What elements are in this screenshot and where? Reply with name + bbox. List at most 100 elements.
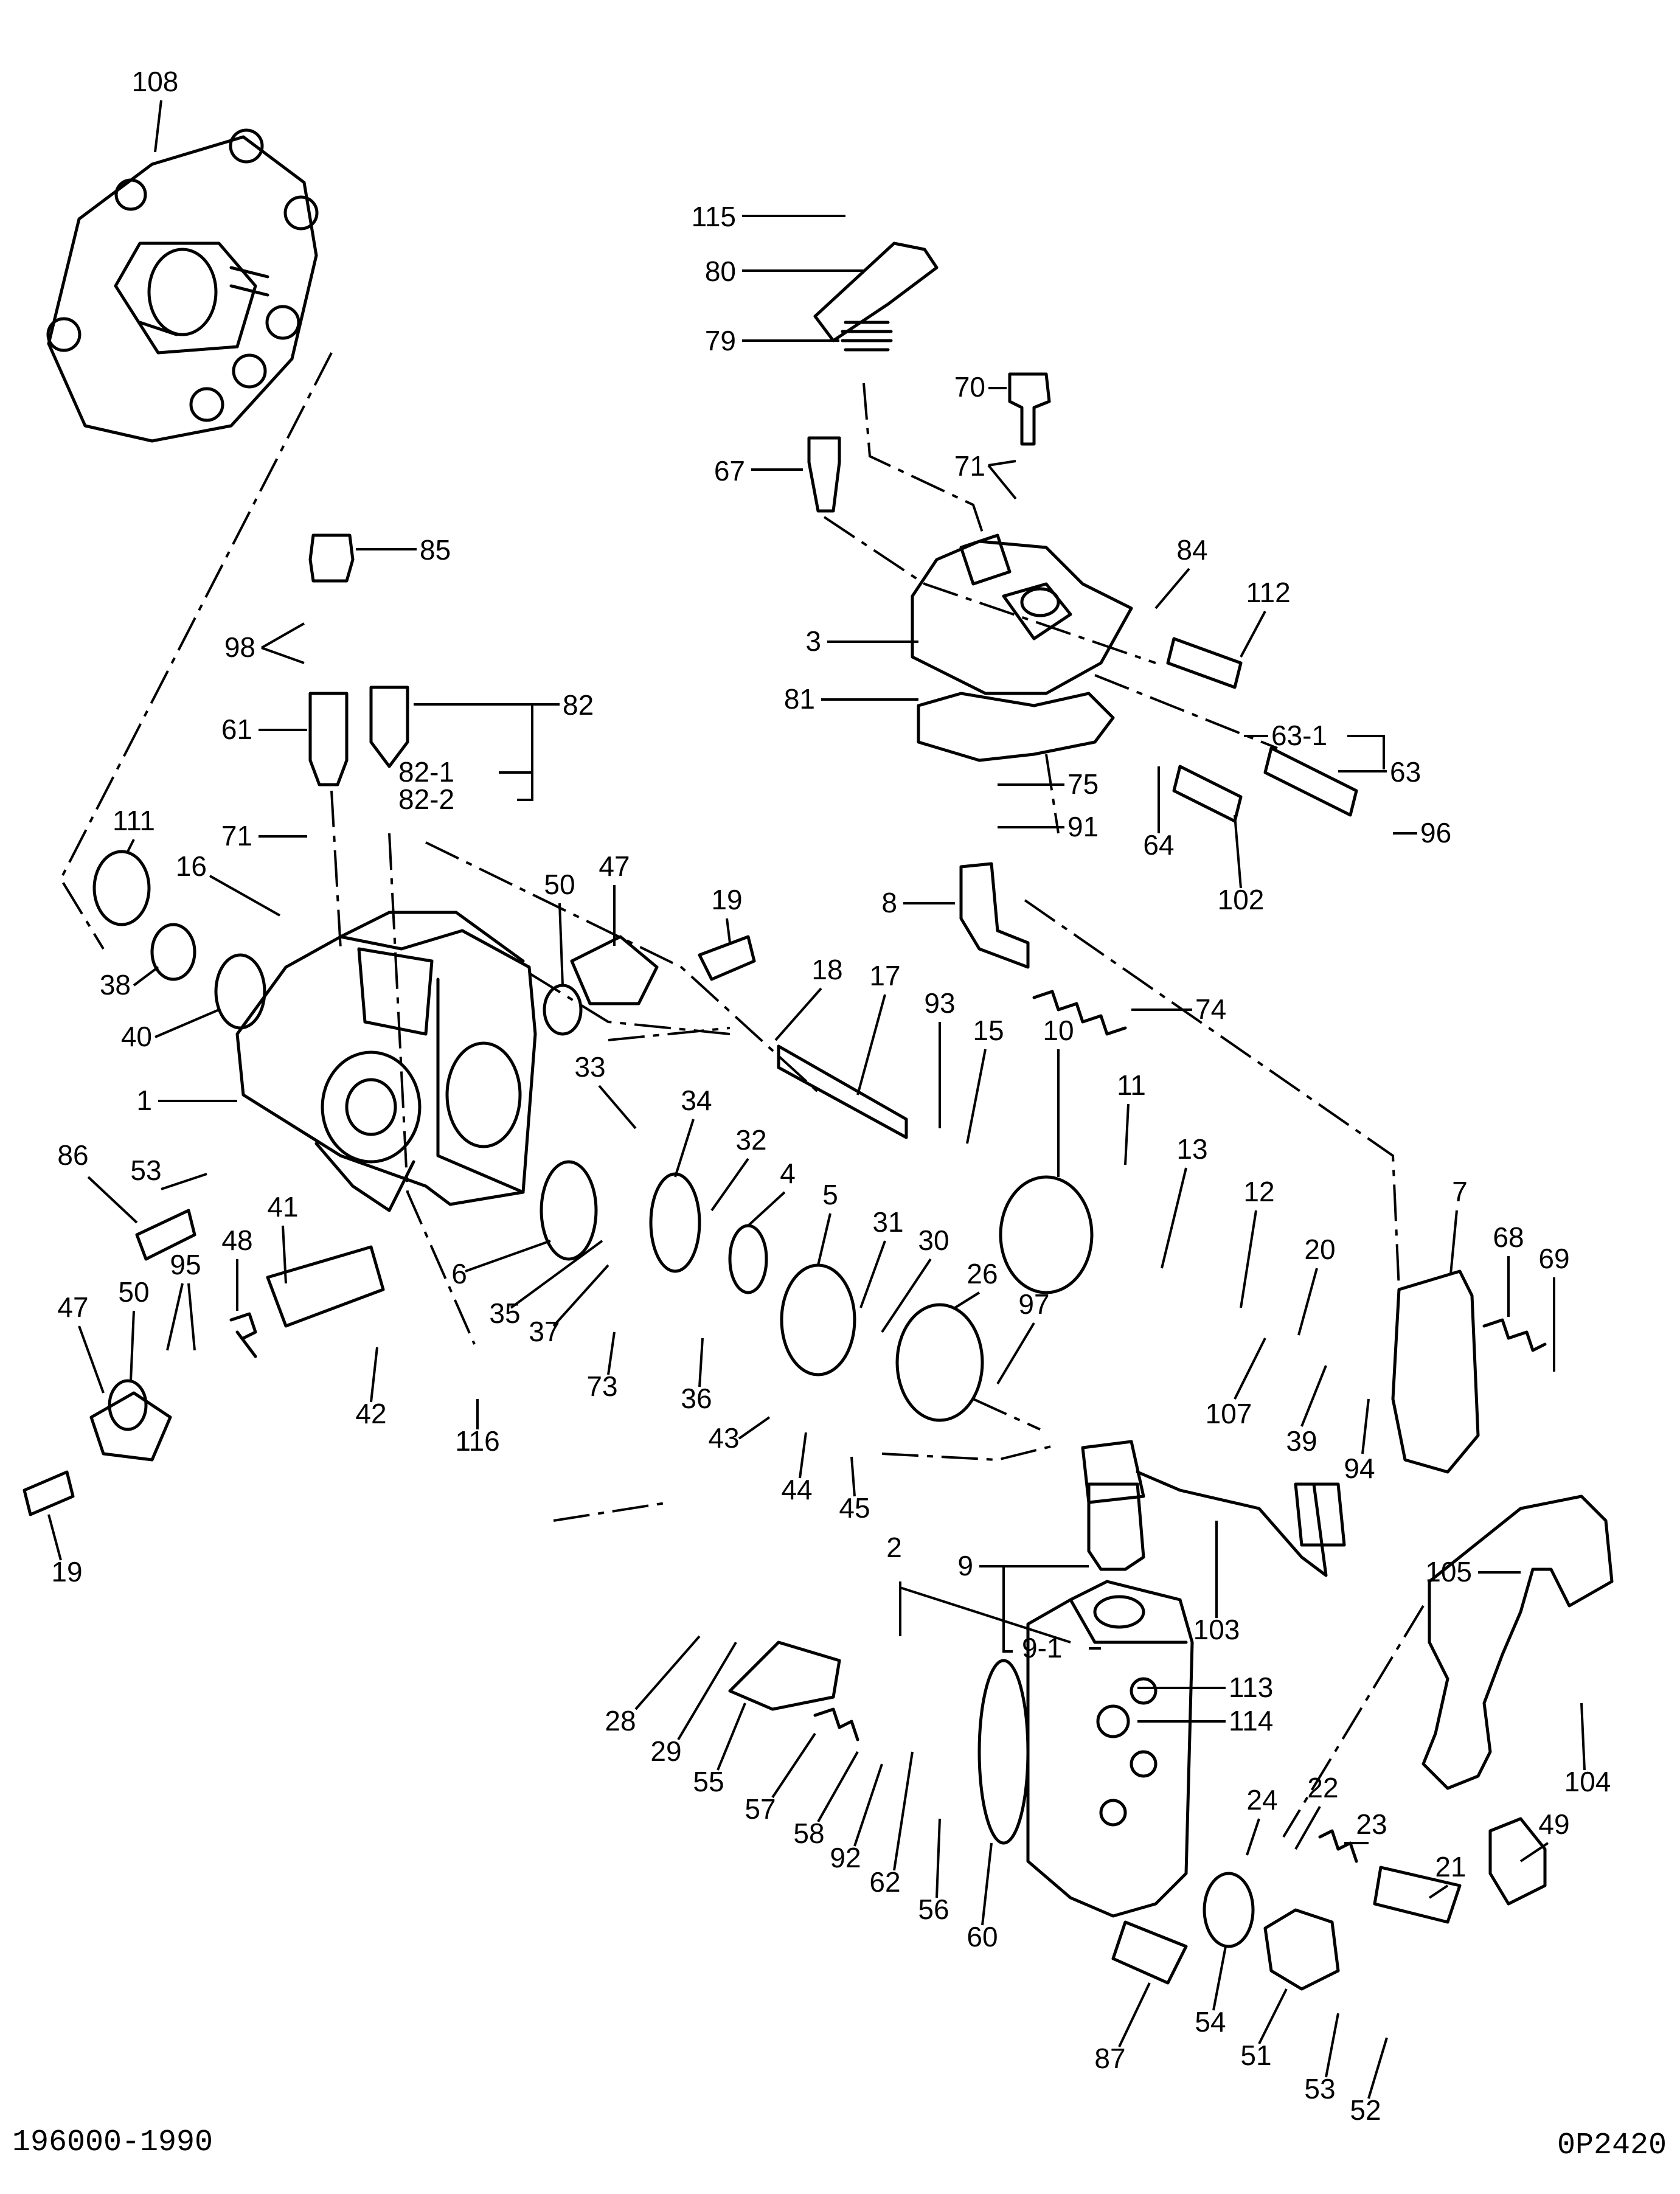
- callout-label: 68: [1493, 1221, 1524, 1253]
- callout-label: 7: [1452, 1176, 1468, 1207]
- callout-81: 81: [784, 683, 918, 715]
- callout-18: 18: [774, 954, 843, 1041]
- callout-23: 23: [1344, 1808, 1387, 1844]
- callout-label: 21: [1435, 1851, 1466, 1883]
- callout-label: 113: [1229, 1672, 1273, 1703]
- pump-housing-1: [235, 911, 537, 1212]
- callout-label: 10: [1043, 1015, 1074, 1046]
- callout-label: 8: [881, 887, 897, 918]
- callout-label: 51: [1240, 2040, 1271, 2071]
- callout-label: 4: [780, 1158, 796, 1189]
- callout-20: 20: [1297, 1234, 1336, 1336]
- callout-38: 38: [100, 966, 159, 1001]
- callout-label: 50: [544, 869, 575, 900]
- callout-48: 48: [221, 1224, 253, 1311]
- bolt-85: [308, 533, 355, 583]
- cylinder-41: [266, 1245, 385, 1328]
- callout-label: 82: [563, 689, 594, 721]
- callout-91: 91: [998, 811, 1099, 842]
- bracket-105: [1421, 1494, 1614, 1790]
- callout-label: 28: [605, 1705, 636, 1737]
- bolt-67: [807, 436, 841, 513]
- hydraulic-head-2: [1026, 1580, 1194, 1918]
- drive-cover-108: [46, 128, 319, 443]
- callout-label: 32: [735, 1124, 766, 1156]
- flange-bolt-19a: [698, 935, 756, 981]
- callout-label: 61: [221, 713, 252, 745]
- callout-34: 34: [674, 1085, 712, 1178]
- callout-39: 39: [1286, 1365, 1327, 1457]
- callout-label: 93: [924, 987, 955, 1019]
- callout-29: 29: [650, 1641, 737, 1767]
- callout-107: 107: [1206, 1338, 1266, 1429]
- spring-68: [1482, 1318, 1547, 1352]
- callout-label: 39: [1286, 1425, 1317, 1457]
- callout-28: 28: [605, 1635, 701, 1737]
- callout-16: 16: [176, 850, 280, 917]
- cover-47a: [570, 935, 659, 1005]
- callout-32: 32: [710, 1124, 767, 1212]
- callout-80: 80: [705, 255, 864, 287]
- callout-label: 96: [1420, 817, 1451, 849]
- callout-label: 18: [811, 954, 842, 985]
- callout-58: 58: [793, 1751, 859, 1849]
- gasket-81: [917, 692, 1115, 762]
- callout-label: 37: [529, 1316, 560, 1347]
- callout-label: 2: [886, 1532, 902, 1563]
- callout-41: 41: [267, 1191, 299, 1284]
- callout-label: 22: [1307, 1772, 1338, 1803]
- callout-82: 82: [414, 689, 594, 801]
- callout-label: 102: [1218, 884, 1265, 915]
- callout-label: 105: [1425, 1556, 1472, 1588]
- callout-label: 107: [1206, 1398, 1252, 1429]
- callout-label: 97: [1018, 1288, 1049, 1320]
- callout-15: 15: [966, 1015, 1004, 1144]
- callout-label: 74: [1195, 993, 1226, 1025]
- callout-102: 102: [1218, 814, 1265, 915]
- callout-64: 64: [1143, 766, 1175, 861]
- callout-label: 98: [224, 631, 255, 663]
- bolt-21: [1373, 1866, 1462, 1924]
- callout-label: 33: [574, 1051, 605, 1083]
- callout-62: 62: [869, 1751, 914, 1898]
- callout-47b: 47: [57, 1291, 105, 1394]
- callout-43: 43: [708, 1416, 771, 1454]
- callout-label: 26: [967, 1258, 998, 1290]
- shaft-17: [777, 1044, 908, 1139]
- callout-9: 9: [957, 1550, 1089, 1653]
- cover-55: [728, 1640, 841, 1711]
- callout-label: 80: [705, 255, 736, 287]
- callout-label: 64: [1143, 829, 1174, 861]
- bolt-87: [1111, 1920, 1188, 1985]
- callout-label: 79: [705, 325, 736, 356]
- callout-label: 95: [170, 1249, 201, 1280]
- callout-82-2: 82-2: [398, 783, 454, 815]
- callout-label: 44: [781, 1474, 812, 1505]
- callout-112: 112: [1240, 577, 1291, 658]
- callout-label: 71: [221, 820, 252, 852]
- callout-12: 12: [1240, 1176, 1275, 1308]
- callout-1: 1: [136, 1085, 237, 1116]
- callout-label: 49: [1538, 1808, 1569, 1840]
- plunger-61: [308, 692, 349, 786]
- drawing-number: 196000-1990: [12, 2125, 213, 2160]
- callout-label: 48: [221, 1224, 252, 1256]
- callout-35: 35: [489, 1240, 603, 1329]
- connector-103: [1294, 1482, 1346, 1547]
- callout-label: 104: [1564, 1766, 1611, 1797]
- callout-label: 92: [830, 1842, 861, 1873]
- callout-label: 3: [805, 625, 821, 657]
- callout-53a: 53: [130, 1154, 207, 1190]
- callout-87: 87: [1094, 1982, 1151, 2074]
- callout-56: 56: [918, 1818, 949, 1925]
- callout-label: 23: [1356, 1808, 1387, 1840]
- callout-95: 95: [166, 1249, 201, 1351]
- callout-5: 5: [817, 1179, 838, 1266]
- callout-label: 60: [967, 1921, 998, 1953]
- callout-label: 53: [130, 1154, 161, 1186]
- sheet-code: 0P2420: [1557, 2128, 1667, 2163]
- callout-22: 22: [1294, 1772, 1339, 1850]
- callout-108: 108: [132, 66, 178, 153]
- callout-19a: 19: [711, 884, 743, 943]
- callout-label: 115: [692, 201, 736, 232]
